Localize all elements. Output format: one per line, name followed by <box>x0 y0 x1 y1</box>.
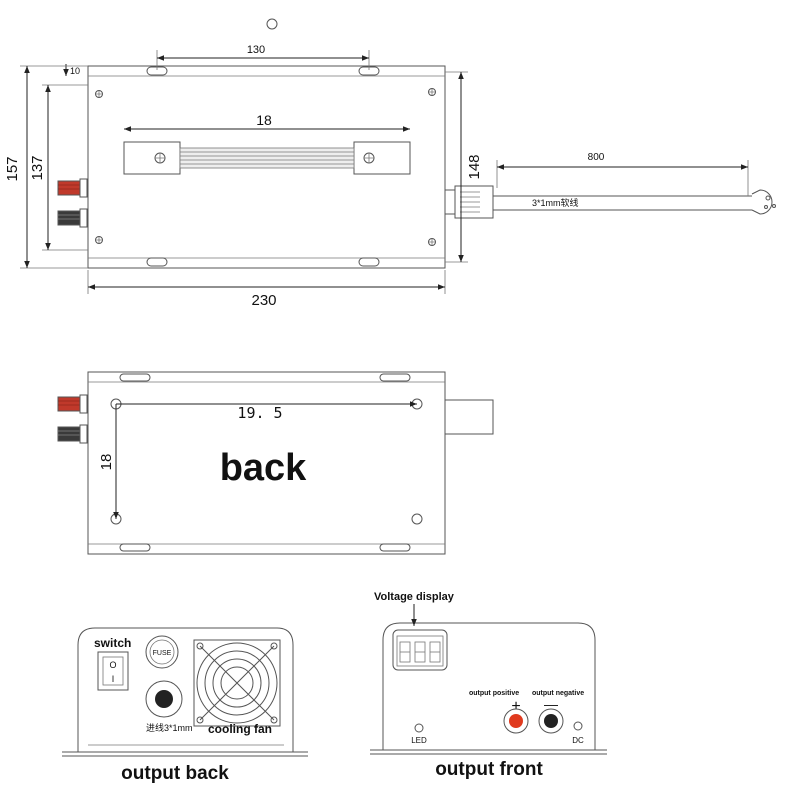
dim-label-148: 148 <box>466 154 483 179</box>
handle <box>123 141 411 175</box>
voltage-display-label: Voltage display <box>374 591 455 603</box>
mount-slot <box>358 257 380 267</box>
power-cable <box>444 185 776 219</box>
cable-label: 3*1mm软线 <box>532 197 579 208</box>
fan-label: cooling fan <box>208 722 272 736</box>
screw-icon <box>428 88 436 96</box>
screw-icon <box>95 90 103 98</box>
output-positive-label: output positive <box>469 690 519 697</box>
top-view-body <box>87 65 446 269</box>
dim-label-157: 157 <box>4 156 21 181</box>
led-indicator <box>414 723 424 733</box>
output-front-caption: output front <box>435 759 543 780</box>
negative-output-terminal <box>538 708 564 734</box>
fan-icon <box>193 639 281 727</box>
dc-label: DC <box>572 736 584 745</box>
output-front-panel: Voltage display output positive output n… <box>370 591 607 780</box>
mount-hole <box>411 513 423 525</box>
dim-label-800: 800 <box>588 152 605 163</box>
fuse-label: FUSE <box>153 650 172 657</box>
led-label: LED <box>411 736 427 745</box>
dim-label-10: 10 <box>70 66 80 76</box>
output-back-panel: switch O I FUSE 进线3*1mm <box>62 627 308 784</box>
hanging-hole <box>266 18 278 30</box>
mount-slot <box>119 373 151 382</box>
plus-symbol: + <box>511 698 520 715</box>
dim-label-137: 137 <box>29 155 46 180</box>
mount-slot <box>379 373 411 382</box>
terminal-positive <box>57 178 88 198</box>
mount-slot <box>379 543 411 552</box>
dim-label-130: 130 <box>247 44 265 56</box>
back-view-title: back <box>220 447 307 489</box>
dim-label-230: 230 <box>251 292 276 309</box>
output-back-caption: output back <box>121 763 229 784</box>
minus-symbol: — <box>544 696 558 712</box>
terminal-negative <box>57 208 88 228</box>
dim-label-195: 19. 5 <box>237 404 282 422</box>
back-view: 19. 5 18 back <box>57 371 494 555</box>
switch-label: switch <box>94 636 131 650</box>
cable-inlet <box>145 680 183 718</box>
voltage-display <box>392 629 448 671</box>
cable-gland-back <box>444 399 494 435</box>
dc-indicator <box>573 721 583 731</box>
svg-text:O: O <box>109 660 116 670</box>
back-view-body <box>87 371 446 555</box>
screw-icon <box>95 236 103 244</box>
terminal-negative <box>57 424 88 444</box>
output-negative-label: output negative <box>532 690 584 697</box>
fuse-holder: FUSE <box>145 635 179 669</box>
mount-slot <box>119 543 151 552</box>
power-switch: O I <box>97 651 129 691</box>
top-view: 3*1mm软线 130 18 10 157 137 148 230 <box>4 18 776 309</box>
svg-text:I: I <box>112 674 115 684</box>
terminal-positive <box>57 394 88 414</box>
dim-label-back-18: 18 <box>98 454 115 471</box>
inlet-label: 进线3*1mm <box>146 722 193 733</box>
screw-icon <box>428 238 436 246</box>
dim-label-handle: 18 <box>256 112 272 128</box>
positive-output-terminal <box>503 708 529 734</box>
mount-slot <box>146 257 168 267</box>
